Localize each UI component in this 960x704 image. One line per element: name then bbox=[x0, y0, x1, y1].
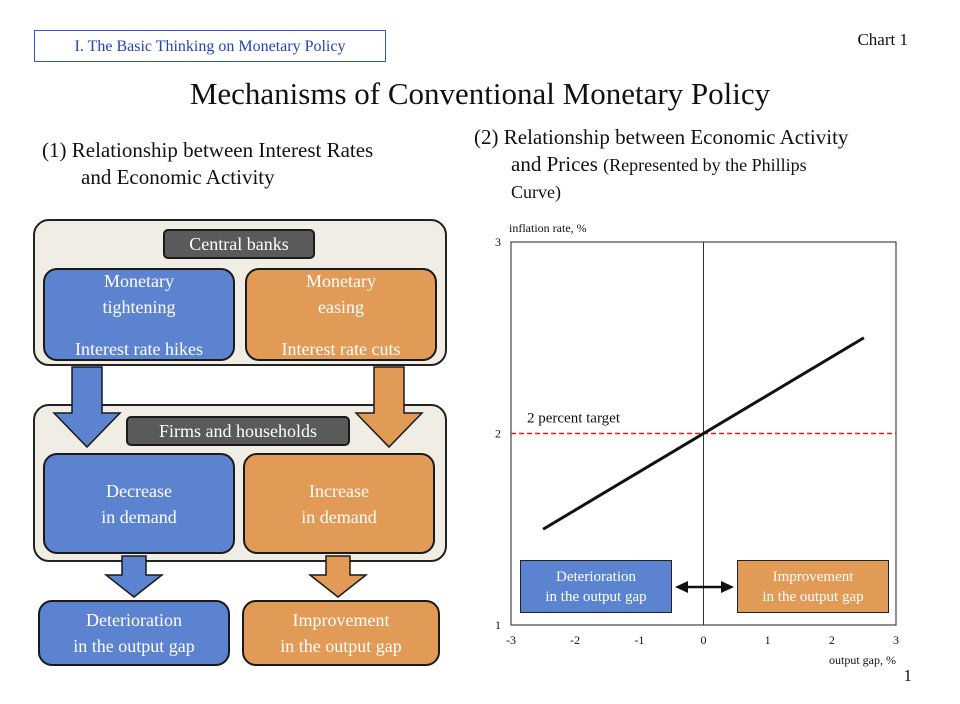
chart-improvement-line1: Improvement bbox=[772, 568, 854, 585]
tightening-line3: Interest rate hikes bbox=[75, 338, 203, 359]
easing-line2: easing bbox=[318, 296, 364, 317]
down-arrow-blue-upper bbox=[52, 366, 122, 449]
chart-improvement-box: Improvement in the output gap bbox=[737, 560, 889, 613]
deterioration-output-gap-box: Deterioration in the output gap bbox=[38, 600, 230, 666]
chart-improvement-line2: in the output gap bbox=[762, 588, 864, 605]
target-label: 2 percent target bbox=[527, 411, 621, 427]
chart-deterioration-line2: in the output gap bbox=[545, 588, 647, 605]
right-heading-line2-main: and Prices bbox=[511, 152, 598, 176]
y-tick-label: 1 bbox=[495, 618, 501, 632]
increase-demand-box: Increase in demand bbox=[243, 453, 435, 554]
x-tick-label: -2 bbox=[570, 633, 580, 647]
easing-line3: Interest rate cuts bbox=[281, 338, 401, 359]
right-heading-line2: and Prices (Represented by the Phillips bbox=[474, 151, 934, 179]
deterioration-line1: Deterioration bbox=[86, 610, 182, 630]
phillips-curve-line-0 bbox=[542, 336, 865, 531]
down-arrow-blue-lower bbox=[103, 555, 165, 598]
monetary-easing-box: Monetary easing Interest rate cuts bbox=[245, 268, 437, 361]
double-arrow-right-head bbox=[721, 581, 734, 593]
x-tick-label: -1 bbox=[634, 633, 644, 647]
x-tick-label: -3 bbox=[506, 633, 516, 647]
tightening-line1: Monetary bbox=[104, 270, 174, 291]
right-heading-line3: Curve) bbox=[511, 182, 561, 202]
central-banks-label: Central banks bbox=[163, 229, 315, 259]
y-axis-label: inflation rate, % bbox=[509, 221, 587, 235]
easing-line1: Monetary bbox=[306, 270, 376, 291]
decrease-line1: Decrease bbox=[106, 480, 172, 501]
left-heading-line2: and Economic Activity bbox=[81, 165, 275, 189]
chart-deterioration-box: Deterioration in the output gap bbox=[520, 560, 672, 613]
increase-line2: in demand bbox=[301, 506, 377, 527]
x-tick-label: 1 bbox=[765, 633, 771, 647]
chart-deterioration-line1: Deterioration bbox=[556, 568, 636, 585]
left-heading-line1: (1) Relationship between Interest Rates bbox=[42, 138, 374, 162]
down-arrow-orange-upper bbox=[354, 366, 424, 449]
deterioration-line2: in the output gap bbox=[73, 636, 195, 656]
x-tick-label: 2 bbox=[829, 633, 835, 647]
decrease-demand-box: Decrease in demand bbox=[43, 453, 235, 554]
page-number: 1 bbox=[903, 666, 913, 685]
right-heading-line2-small: (Represented by the Phillips bbox=[603, 155, 807, 175]
left-panel-heading: (1) Relationship between Interest Rates … bbox=[42, 137, 442, 191]
section-tag: I. The Basic Thinking on Monetary Policy bbox=[34, 30, 386, 62]
tightening-line2: tightening bbox=[102, 296, 176, 317]
down-arrow-orange-lower bbox=[307, 555, 369, 598]
right-heading-line1: (2) Relationship between Economic Activi… bbox=[474, 125, 849, 149]
x-axis-label: output gap, % bbox=[829, 653, 896, 667]
improvement-line2: in the output gap bbox=[280, 636, 402, 656]
y-tick-label: 2 bbox=[495, 427, 501, 441]
chart-number: Chart 1 bbox=[857, 30, 908, 49]
increase-line1: Increase bbox=[309, 480, 369, 501]
monetary-tightening-box: Monetary tightening Interest rate hikes bbox=[43, 268, 235, 361]
x-tick-label: 3 bbox=[893, 633, 899, 647]
x-tick-label: 0 bbox=[701, 633, 707, 647]
y-tick-label: 3 bbox=[495, 235, 501, 249]
improvement-output-gap-box: Improvement in the output gap bbox=[242, 600, 440, 666]
right-panel-heading: (2) Relationship between Economic Activi… bbox=[474, 124, 934, 206]
improvement-line1: Improvement bbox=[292, 610, 390, 630]
double-arrow-left-head bbox=[675, 581, 688, 593]
decrease-line2: in demand bbox=[101, 506, 177, 527]
firms-households-label: Firms and households bbox=[126, 416, 350, 446]
page-title: Mechanisms of Conventional Monetary Poli… bbox=[189, 76, 771, 111]
